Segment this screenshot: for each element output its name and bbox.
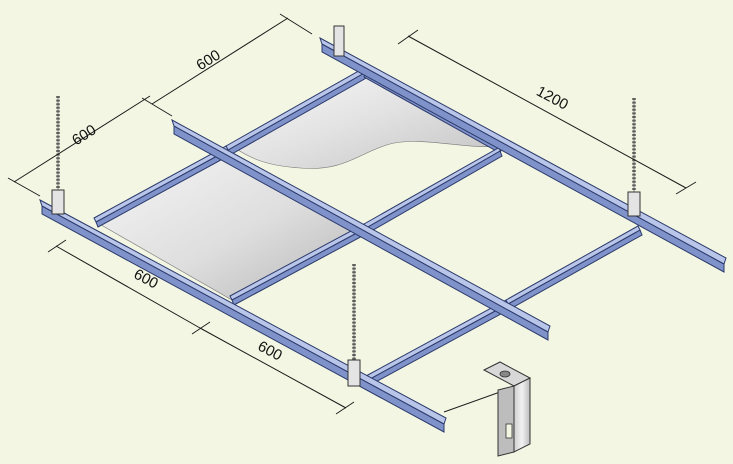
dim-label-top-600: 600 (193, 47, 223, 75)
hanger-rod-right (627, 98, 641, 217)
hanger-rod-left (51, 96, 65, 215)
hanger-bracket-detail (443, 361, 532, 457)
cross-tee-right (507, 229, 643, 310)
grid-rails (39, 36, 727, 433)
hanger-rods (51, 25, 641, 387)
dim-label-left-600: 600 (69, 121, 99, 149)
bracket-vertical-plate (513, 377, 531, 453)
hanger-rod-back (333, 25, 345, 57)
hanger-rod-front (347, 264, 361, 387)
cross-tee-mid-right (365, 150, 503, 234)
panel-top-partial (231, 69, 501, 169)
dim-label-right-1200: 1200 (534, 83, 571, 114)
dimension-lines (7, 13, 697, 415)
